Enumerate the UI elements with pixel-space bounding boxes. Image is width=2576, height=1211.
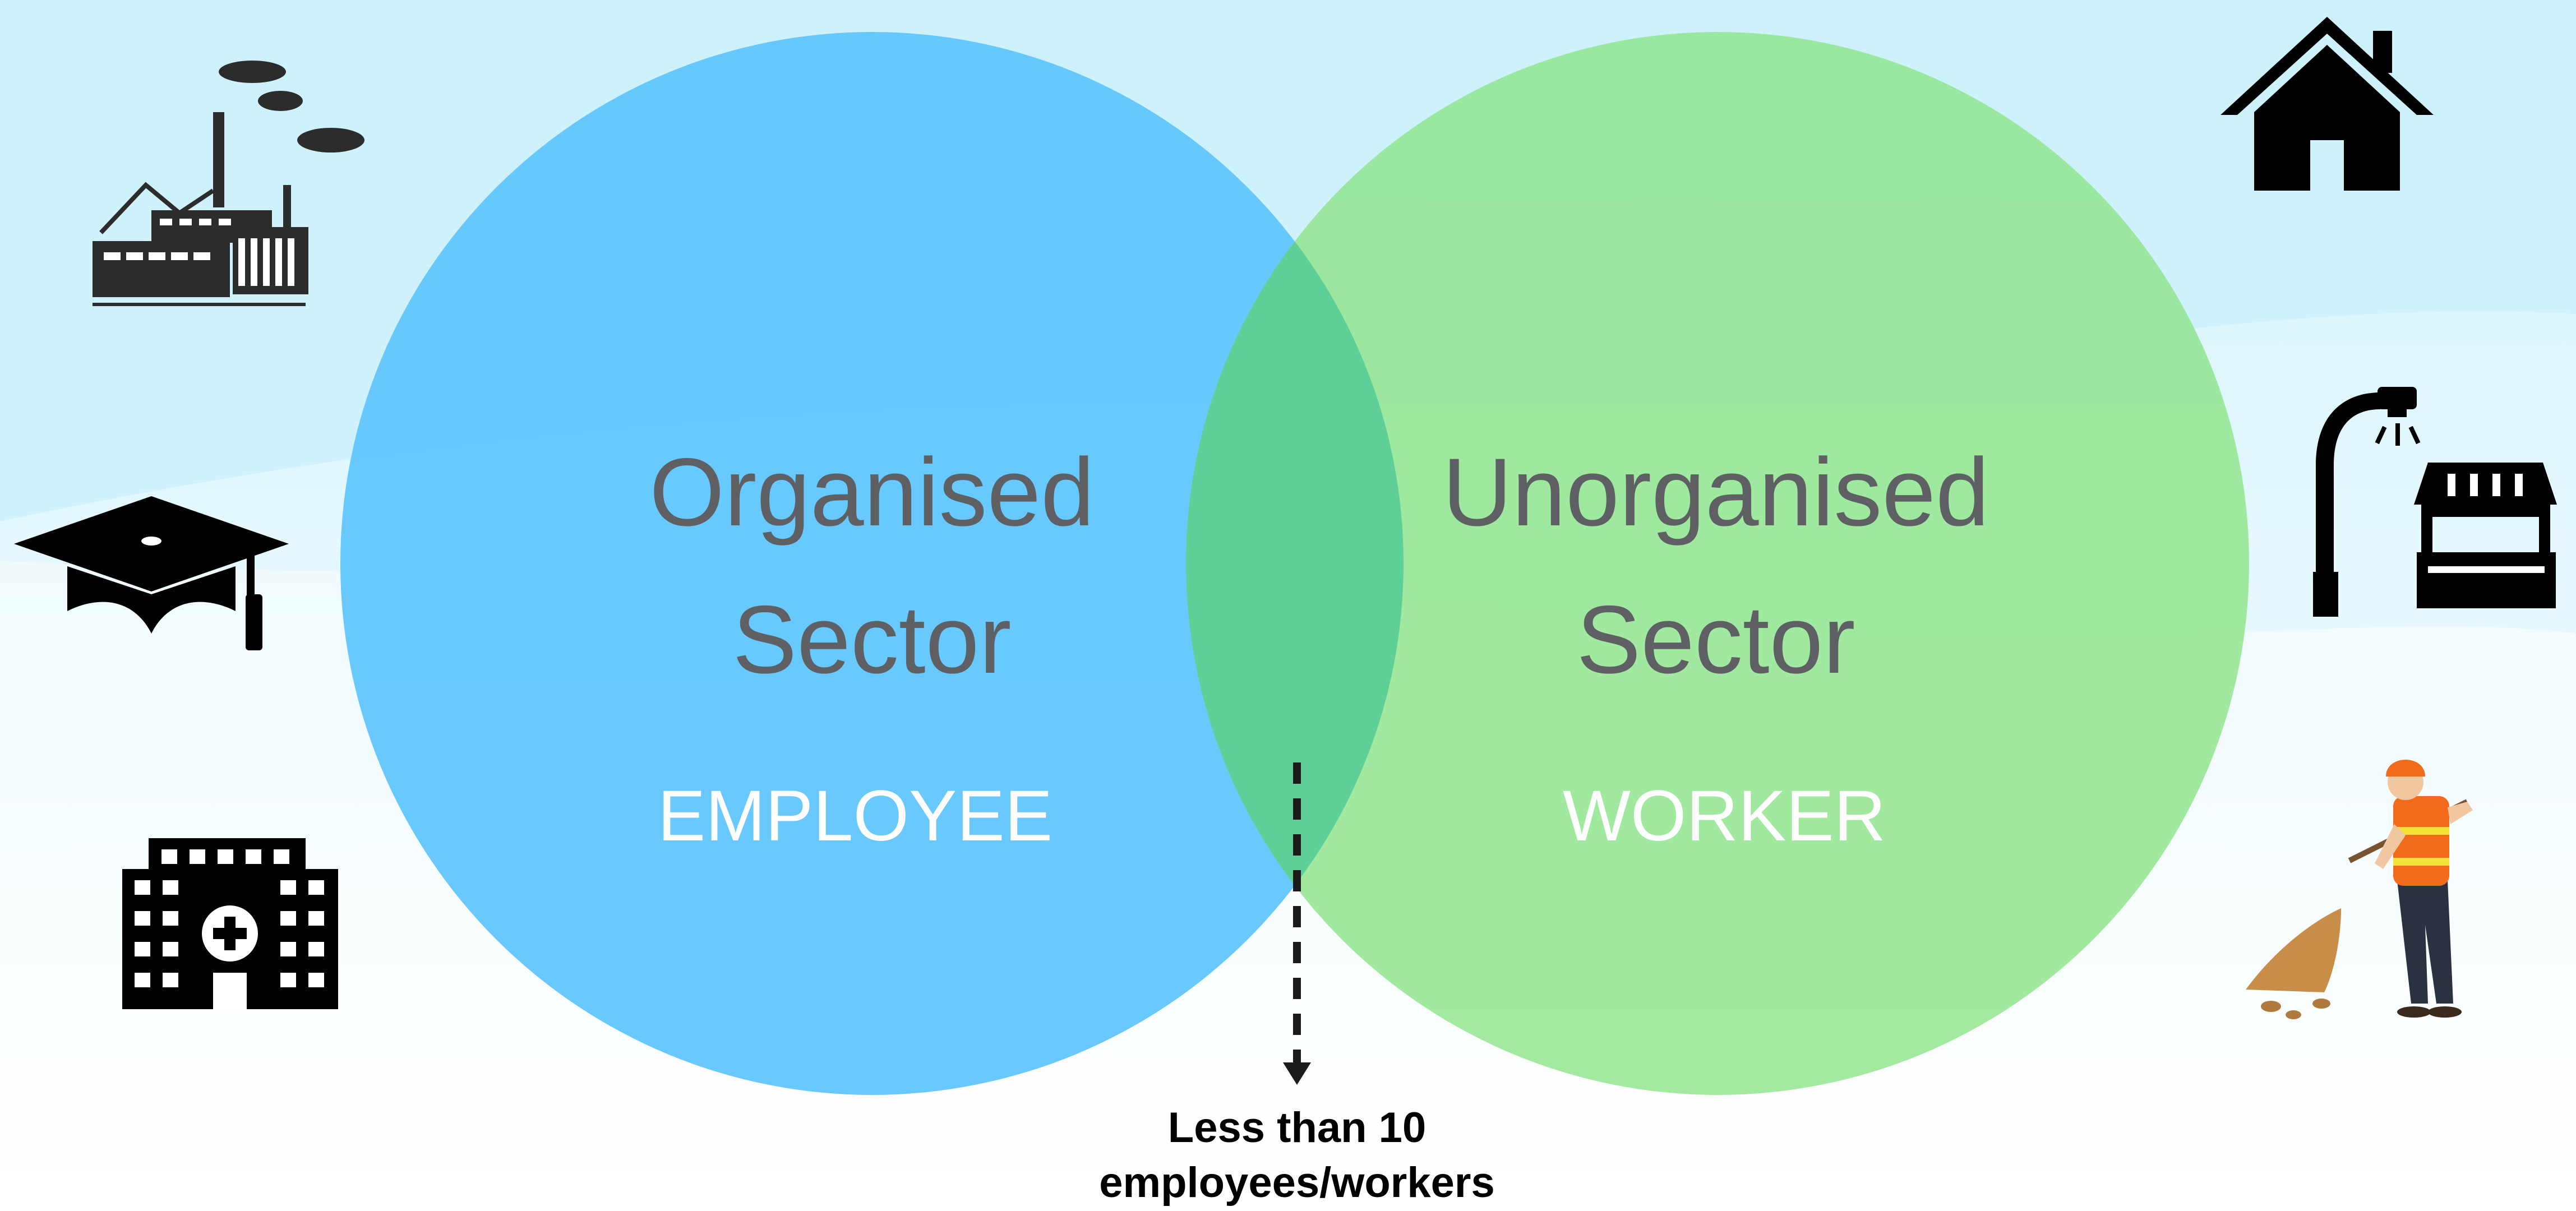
worker-label: WORKER bbox=[1563, 776, 1886, 856]
arrow-head-icon bbox=[1283, 1062, 1311, 1085]
graduation-cap-icon bbox=[14, 496, 289, 650]
street-sweeper-icon bbox=[2246, 760, 2473, 1019]
house-icon bbox=[2220, 17, 2434, 191]
organised-title-line2: Sector bbox=[732, 586, 1012, 694]
unorganised-title-line1: Unorganised bbox=[1442, 438, 1989, 546]
overlap-annotation-line1: Less than 10 bbox=[1167, 1104, 1427, 1152]
market-stall-icon bbox=[2414, 463, 2557, 608]
overlap-annotation-line2: employees/workers bbox=[1099, 1159, 1495, 1207]
street-light-icon bbox=[2313, 387, 2421, 617]
hospital-icon bbox=[122, 838, 338, 1009]
unorganised-sector-circle bbox=[1186, 32, 2249, 1095]
factory-icon bbox=[93, 61, 364, 306]
employee-label: EMPLOYEE bbox=[657, 776, 1053, 856]
organised-title-line1: Organised bbox=[649, 438, 1095, 546]
unorganised-title-line2: Sector bbox=[1576, 586, 1855, 694]
organised-sector-circle bbox=[340, 32, 1404, 1095]
